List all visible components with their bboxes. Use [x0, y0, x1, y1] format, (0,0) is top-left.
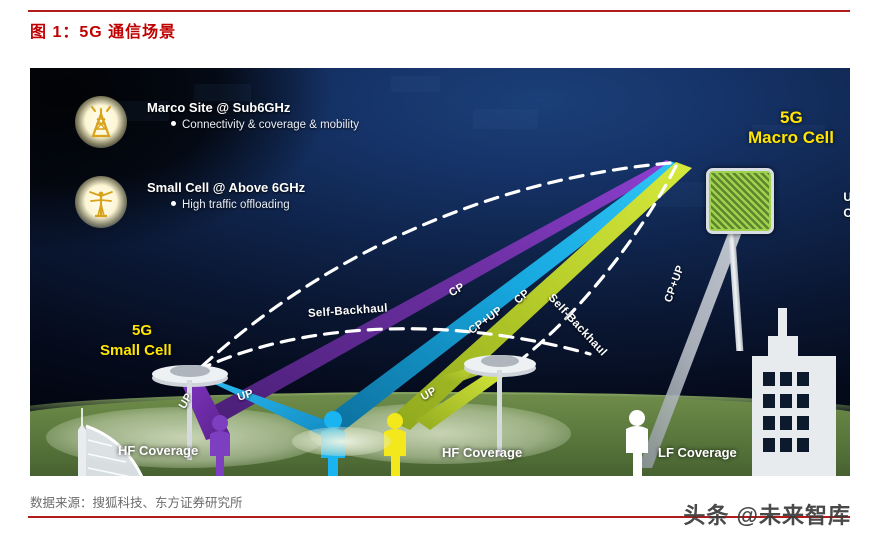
macro-cell-label-line1: 5G [780, 108, 803, 127]
small-cell-tower-icon [75, 176, 127, 228]
macro-tower-icon [75, 96, 127, 148]
figure-image: Marco Site @ Sub6GHz Connectivity & cove… [30, 68, 850, 476]
sky-block [472, 108, 539, 130]
lf-coverage-label: LF Coverage [658, 445, 737, 460]
macro-cell-antenna-panel [706, 168, 774, 234]
gray-macro-beam [638, 228, 742, 468]
self-backhaul-arc-left [196, 161, 672, 372]
user-figure-purple [210, 415, 230, 476]
burj-building-icon [78, 408, 144, 476]
page-title: 图 1：5G 通信场景 [30, 24, 177, 41]
bottom-divider [28, 516, 850, 518]
hf-coverage-label-right: HF Coverage [442, 445, 523, 460]
purple-macro-beam [200, 160, 678, 420]
antenna-array-grid [711, 173, 769, 229]
small-cell-tower-center-icon [464, 355, 536, 456]
sky-block [390, 76, 440, 93]
small-cell-label-line1: 5G [132, 322, 153, 339]
legend-item-macro-text: Marco Site @ Sub6GHz Connectivity & cove… [147, 100, 359, 131]
edge-cut-text-up: U [843, 190, 850, 204]
legend-macro-title: Marco Site @ Sub6GHz [147, 100, 291, 115]
sky-block [751, 125, 826, 146]
bullet-dot-icon [171, 121, 176, 127]
user-spotlight [292, 427, 391, 456]
hf-coverage-label-left: HF Coverage [118, 443, 199, 458]
small-cell-label-line2: Small Cell [100, 342, 172, 359]
legend-macro-bullet: Connectivity & coverage & mobility [171, 119, 359, 131]
legend-small-bullet: High traffic offloading [171, 199, 305, 211]
office-building-icon [752, 308, 836, 476]
user-figure-white [626, 410, 648, 476]
macro-cell-label-line2: Macro Cell [748, 128, 834, 147]
watermark: 头条 @未来智库 [683, 503, 851, 528]
legend-item-small-text: Small Cell @ Above 6GHz High traffic off… [147, 180, 305, 211]
beam-layer [30, 68, 850, 476]
legend-small-bullet-text: High traffic offloading [182, 199, 290, 211]
edge-cut-text-cp: C [843, 206, 850, 220]
sky-block [194, 84, 252, 101]
cyan-macro-beam [322, 161, 684, 432]
top-divider [28, 10, 850, 12]
self-backhaul-arc-right [506, 164, 678, 372]
yellow-macro-beam [388, 162, 692, 430]
legend-small-title: Small Cell @ Above 6GHz [147, 180, 306, 195]
legend-macro-bullet-text: Connectivity & coverage & mobility [182, 119, 360, 131]
yellow-small-beam [416, 370, 510, 430]
cyan-small-beam [198, 376, 342, 438]
self-backhaul-arc-flat [196, 327, 592, 372]
source-note: 数据来源：搜狐科技、东方证券研究所 [30, 496, 243, 510]
bullet-dot-icon [171, 201, 176, 207]
small-cell-tower-left-icon [152, 365, 228, 460]
